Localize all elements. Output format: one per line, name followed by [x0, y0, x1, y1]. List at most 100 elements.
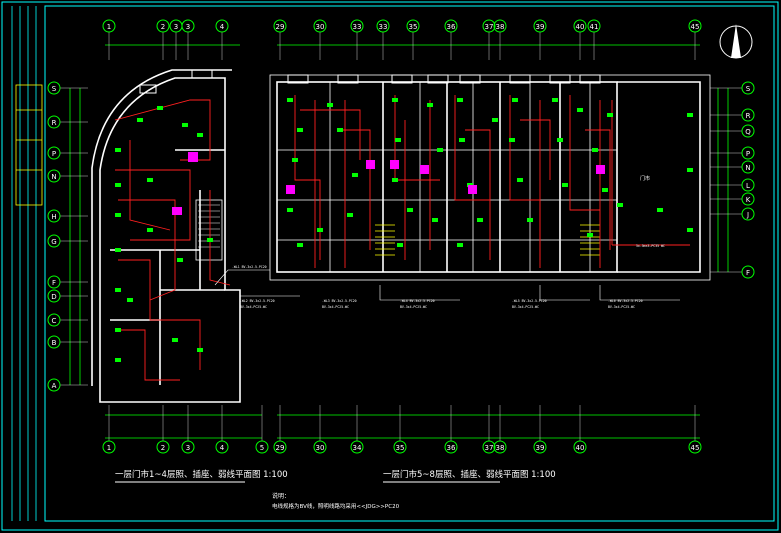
axis-top-right-11-label: 45 — [691, 23, 700, 31]
svg-text:-WL1 BV-3x2.5-PC20: -WL1 BV-3x2.5-PC20 — [232, 265, 267, 269]
light-fixture-icon — [395, 138, 401, 142]
plan-title-right: 一层门市5~8层照、插座、弱线平面图 1:100 — [383, 469, 556, 480]
light-fixture-icon — [157, 106, 163, 110]
axis-right-row-3-bubble — [741, 146, 755, 160]
light-fixture-icon — [587, 233, 593, 237]
note-text: 电线规格为BV线，照明线路均采用<<JDG>>PC20 — [272, 502, 400, 510]
axis-bottom-right-7-label: 39 — [536, 444, 545, 452]
axis-right-row-0-label: S — [746, 85, 751, 93]
light-fixture-icon — [592, 148, 598, 152]
axis-right-row-4-bubble — [741, 160, 755, 174]
axis-left-row-6-bubble — [47, 275, 61, 289]
axis-left-row-9-bubble — [47, 335, 61, 349]
svg-text:-WL6 BV-3x2.5-PC20: -WL6 BV-3x2.5-PC20 — [608, 299, 643, 303]
axis-right-row-7-bubble — [741, 207, 755, 221]
light-fixture-icon — [115, 358, 121, 362]
axis-top-right-7-label: 38 — [496, 23, 505, 31]
axis-top-right-6-label: 37 — [485, 23, 494, 31]
light-fixture-icon — [392, 178, 398, 182]
axis-left-row-3-bubble — [47, 169, 61, 183]
light-fixture-icon — [147, 228, 153, 232]
light-fixture-icon — [457, 243, 463, 247]
light-fixture-icon — [517, 178, 523, 182]
axis-bottom-right-9-label: 45 — [691, 444, 700, 452]
axis-bottom-right-3-label: 35 — [396, 444, 405, 452]
axis-right-row-6-label: K — [746, 196, 751, 204]
axis-top-left-1-label: 2 — [161, 23, 165, 31]
axis-top-right-2-label: 33 — [353, 23, 362, 31]
axis-top-right-8-bubble — [533, 19, 547, 33]
axis-bottom-left-2-label: 3 — [186, 444, 190, 452]
axis-right-row-8-bubble — [741, 265, 755, 279]
axis-left-row-0-bubble — [47, 81, 61, 95]
svg-text:-WL5 BV-3x2.5-PC20: -WL5 BV-3x2.5-PC20 — [512, 299, 547, 303]
light-fixture-icon — [115, 328, 121, 332]
axis-bottom-right-6-bubble — [493, 440, 507, 454]
light-fixture-icon — [657, 208, 663, 212]
light-fixture-icon — [292, 158, 298, 162]
axis-left-row-4-bubble — [47, 209, 61, 223]
axis-top-right-11-bubble — [688, 19, 702, 33]
light-fixture-icon — [147, 178, 153, 182]
axis-right-row-5-bubble — [741, 178, 755, 192]
axis-top-right-9-bubble — [573, 19, 587, 33]
axis-right-row-3-label: P — [746, 150, 750, 158]
light-fixture-icon — [337, 128, 343, 132]
svg-text:-WL2 BV-3x2.5-PC20: -WL2 BV-3x2.5-PC20 — [240, 299, 275, 303]
windows-right — [139, 69, 601, 94]
axis-bottom-right-2-bubble — [350, 440, 364, 454]
axis-bottom-right-7-bubble — [533, 440, 547, 454]
axis-top-left-4-label: 4 — [220, 23, 225, 31]
stairs-right — [375, 224, 600, 256]
axis-bottom-left-0-bubble — [102, 440, 116, 454]
axis-top-right-4-bubble — [406, 19, 420, 33]
axis-bottom-left-3-label: 4 — [220, 444, 225, 452]
axis-bottom-left-3-bubble — [215, 440, 229, 454]
light-fixture-icon — [602, 188, 608, 192]
axis-bottom-left-4-bubble — [255, 440, 269, 454]
light-fixture-icon — [115, 248, 121, 252]
axis-bottom-right-9-bubble — [688, 440, 702, 454]
light-fixture-icon — [197, 348, 203, 352]
light-fixture-icon — [477, 218, 483, 222]
axis-left-row-5-bubble — [47, 234, 61, 248]
light-fixture-icon — [172, 338, 178, 342]
light-fixture-icon — [347, 213, 353, 217]
axis-bottom-right-4-label: 36 — [447, 444, 456, 452]
axis-top-right-2-bubble — [350, 19, 364, 33]
light-fixture-icon — [352, 173, 358, 177]
light-fixture-icon — [397, 243, 403, 247]
light-fixture-icon — [115, 183, 121, 187]
axis-left-row-4-label: H — [51, 213, 56, 221]
axis-bottom-left-1-label: 2 — [161, 444, 165, 452]
light-fixture-icon — [182, 123, 188, 127]
axis-left-row-6-label: F — [52, 279, 56, 287]
axis-top-left-0-label: 1 — [107, 23, 111, 31]
axis-top-right-10-bubble — [587, 19, 601, 33]
light-fixture-icon — [492, 118, 498, 122]
light-fixture-icon — [552, 98, 558, 102]
walls-right-block — [269, 74, 711, 281]
light-fixture-icon — [512, 98, 518, 102]
light-fixture-icon — [317, 228, 323, 232]
axis-bottom-right-4-bubble — [444, 440, 458, 454]
axis-gridlines — [60, 32, 742, 441]
axis-bottom-right-6-label: 38 — [496, 444, 505, 452]
light-fixture-icon — [127, 298, 133, 302]
annotation-small-text: -WL1 BV-3x2.5-PC20 -WL2 BV-3x2.5-PC20 BV… — [232, 244, 665, 309]
axis-bottom-right-0-label: 29 — [276, 444, 285, 452]
light-fixture-icon — [509, 138, 515, 142]
axis-bottom-left-2-bubble — [181, 440, 195, 454]
svg-text:BV-3x4-PC25-WC: BV-3x4-PC25-WC — [240, 305, 267, 309]
axis-left-row-8-bubble — [47, 313, 61, 327]
light-fixture-icon — [115, 213, 121, 217]
light-fixture-icon — [207, 238, 213, 242]
axis-top-right-9-label: 40 — [576, 23, 585, 31]
title-strip — [11, 6, 43, 521]
axis-left-row-2-bubble — [47, 146, 61, 160]
axis-bottom-right-5-label: 37 — [485, 444, 494, 452]
axis-top-right-8-label: 39 — [536, 23, 545, 31]
svg-text:BV-3x4-PC25-WC: BV-3x4-PC25-WC — [608, 305, 635, 309]
